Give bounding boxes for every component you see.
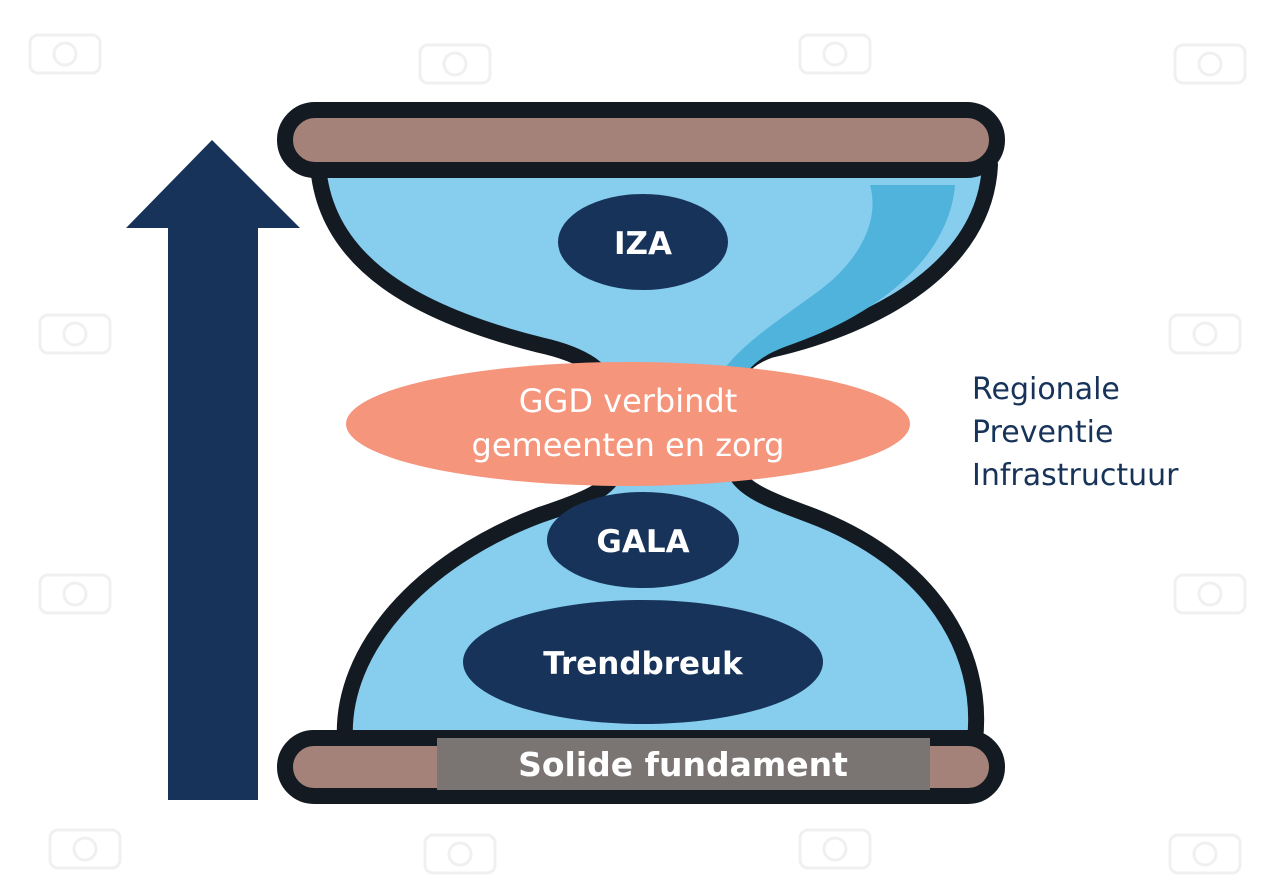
- node-iza: [558, 194, 728, 290]
- camera-watermark-icon: [1173, 43, 1247, 85]
- center-label-line1: GGD verbindt: [519, 382, 738, 420]
- camera-watermark-icon: [1168, 313, 1242, 355]
- foundation-bar: [437, 738, 930, 790]
- center-ellipse: [346, 362, 910, 486]
- node-gala: [547, 492, 739, 588]
- foundation-label: Solide fundament: [518, 745, 848, 784]
- camera-watermark-icon: [1173, 573, 1247, 615]
- camera-watermark-icon: [423, 833, 497, 875]
- up-arrow: [126, 140, 300, 800]
- camera-watermark-icon: [798, 33, 872, 75]
- side-label-line2: Preventie: [972, 415, 1114, 450]
- camera-watermark-icon: [1168, 833, 1242, 875]
- node-trendbreuk: [463, 600, 823, 724]
- node-gala-label: GALA: [596, 524, 689, 560]
- side-label-line3: Infrastructuur: [972, 458, 1179, 493]
- side-label-line1: Regionale: [972, 372, 1120, 407]
- upper-bulb-shade: [715, 185, 955, 385]
- camera-watermark-icon: [28, 33, 102, 75]
- top-frame: [277, 102, 1005, 178]
- side-label: Regionale Preventie Infrastructuur: [972, 368, 1179, 497]
- center-label-line2: gemeenten en zorg: [472, 426, 785, 464]
- camera-watermark-icon: [798, 828, 872, 870]
- node-iza-label: IZA: [614, 226, 672, 262]
- camera-watermark-icon: [38, 313, 112, 355]
- camera-watermark-icon: [418, 43, 492, 85]
- node-trendbreuk-label: Trendbreuk: [543, 646, 744, 682]
- camera-watermark-icon: [38, 573, 112, 615]
- camera-watermark-icon: [48, 828, 122, 870]
